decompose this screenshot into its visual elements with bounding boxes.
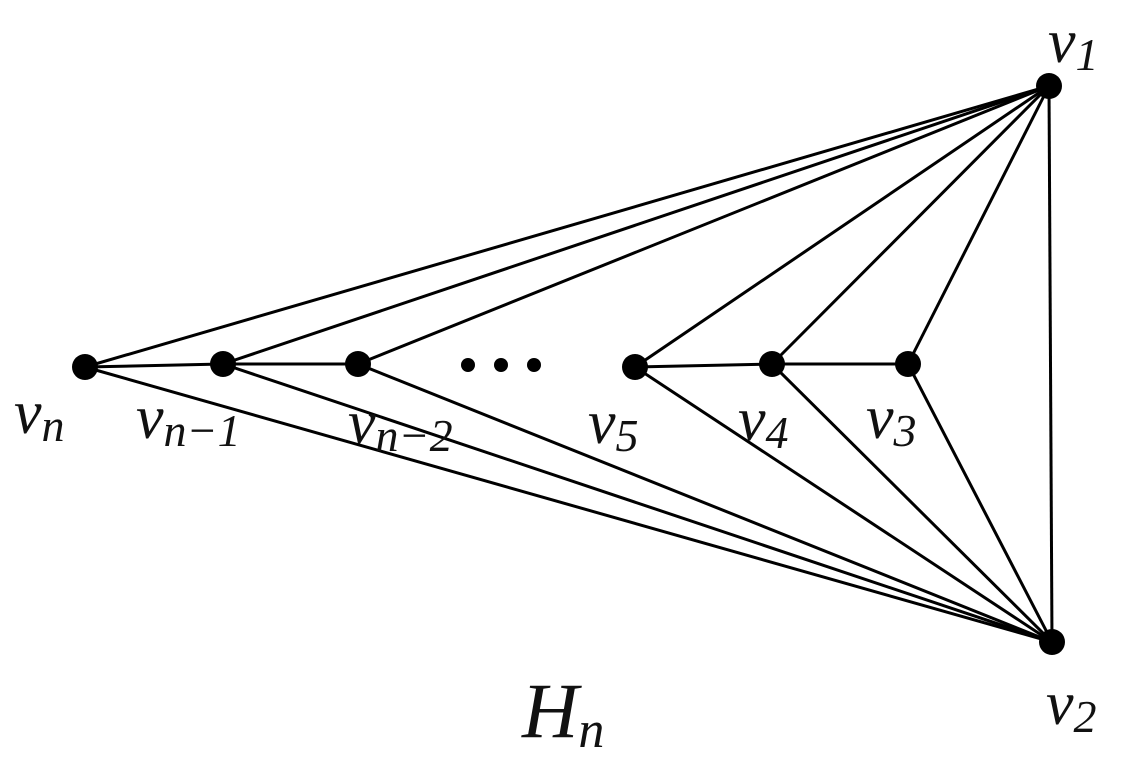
vertex-label-subscript: 1 (1076, 29, 1099, 80)
edge-v1-vn-2 (357, 84, 1050, 366)
ellipsis-dot (527, 358, 541, 372)
vertex-v4 (759, 351, 785, 377)
vertex-label-vn: vn (14, 379, 65, 451)
edge-v2-vn-2 (357, 362, 1053, 644)
ellipsis-dot (461, 358, 475, 372)
vertex-label-v1: v1 (1048, 8, 1099, 80)
vertex-label-subscript: 3 (893, 405, 917, 456)
vertex-label-base: v (866, 384, 894, 452)
vertex-label-base: v (1048, 8, 1076, 76)
vertex-label-vn-1: vn−1 (136, 384, 241, 456)
vertex-label-subscript: n (42, 400, 65, 451)
vertex-v3 (895, 351, 921, 377)
edge-v1-v4 (770, 84, 1051, 366)
vertex-label-base: v (136, 384, 164, 452)
vertex-label-v2: v2 (1046, 670, 1097, 742)
vertex-vn-1 (210, 351, 236, 377)
graph-title-subscript: n (578, 702, 604, 759)
edge-v1-v5 (634, 84, 1050, 369)
edge-v2-vn-1 (222, 362, 1053, 644)
edge-v4-v5 (634, 362, 773, 369)
vertex-label-v3: v3 (866, 384, 917, 456)
vertex-label-base: v (14, 379, 42, 447)
vertex-label-subscript: n−1 (164, 405, 241, 456)
edge-v2-vn (84, 365, 1053, 644)
edge-v1-vn (84, 84, 1050, 369)
ellipsis-dot (494, 358, 508, 372)
ellipsis-dots (461, 358, 541, 372)
edge-vn-1-vn (84, 362, 224, 369)
edge-v2-v4 (770, 362, 1054, 644)
edge-v1-v3 (906, 85, 1051, 365)
vertex-vn (72, 354, 98, 380)
vertex-label-v4: v4 (738, 386, 789, 458)
graph-title-main: H (521, 667, 582, 754)
edge-v1-vn-1 (222, 84, 1050, 366)
vertex-label-base: v (348, 389, 376, 457)
vertex-label-subscript: 4 (766, 407, 789, 458)
vertex-label-subscript: n−2 (376, 410, 453, 461)
edge-v1-v2 (1047, 85, 1054, 643)
vertex-label-subscript: 5 (616, 410, 639, 461)
graph-title: Hn (521, 667, 604, 759)
vertex-label-subscript: 2 (1074, 691, 1097, 742)
vertex-v1 (1036, 73, 1062, 99)
vertex-label-base: v (1046, 670, 1074, 738)
vertex-label-base: v (738, 386, 766, 454)
edge-v2-v3 (906, 363, 1054, 643)
vertex-label-vn-2: vn−2 (348, 389, 453, 461)
vertex-v5 (622, 354, 648, 380)
edge-v2-v5 (634, 365, 1053, 644)
vertex-layer (72, 73, 1065, 655)
vertex-v2 (1039, 629, 1065, 655)
edge-layer (84, 84, 1054, 644)
vertex-vn-2 (345, 351, 371, 377)
vertex-label-base: v (588, 389, 616, 457)
vertex-label-v5: v5 (588, 389, 639, 461)
